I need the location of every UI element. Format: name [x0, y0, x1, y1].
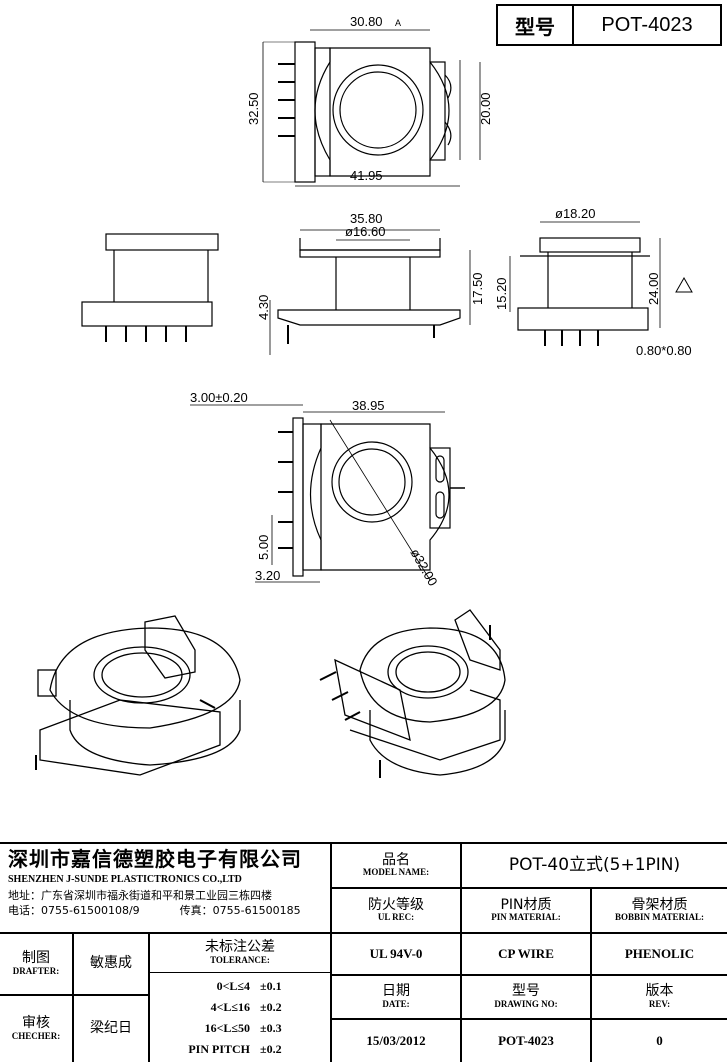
dim-front-dia: ø16.60	[345, 224, 385, 239]
company-address: 地址：广东省深圳市福永街道和平和景工业园三栋四楼	[8, 889, 272, 902]
pin-material-cn: PIN材质	[500, 896, 552, 913]
checker-cn: 审核	[22, 1015, 50, 1032]
dim-top-width-id: A	[395, 18, 401, 28]
tol-range: 0<L≤4	[216, 979, 250, 993]
dim-pin-pitch: 5.00	[256, 535, 271, 560]
isometric-view-right	[319, 609, 506, 778]
checker-value: 梁纪日	[90, 1020, 132, 1037]
front-view-labels: 35.80 ø16.60 17.50 4.30 ø18.20 15.20 24.…	[256, 206, 692, 358]
company-name-en: SHENZHEN J-SUNDE PLASTICTRONICS CO.,LTD	[8, 874, 242, 885]
date-en: DATE:	[382, 998, 410, 1009]
isometric-view-left	[35, 615, 241, 776]
bottom-view	[190, 404, 465, 583]
bottom-view-labels: 3.00±0.20 38.95 5.00 3.20 ø32.00	[190, 390, 441, 589]
title-block: 深圳市嘉信德塑胶电子有限公司 SHENZHEN J-SUNDE PLASTICT…	[0, 842, 727, 1062]
tolerance-cn: 未标注公差	[205, 939, 275, 956]
drawing-no-en: DRAWING NO:	[494, 998, 558, 1009]
dim-side-dia: ø18.20	[555, 206, 595, 221]
model-value: POT-4023	[601, 13, 693, 36]
dim-top-height: 32.50	[246, 92, 261, 125]
technical-drawing: 30.80 A 32.50 20.00 41.95	[35, 14, 693, 778]
front-view-middle	[269, 229, 471, 355]
tolerance-table: 0<L≤4 ±0.1 4<L≤16 ±0.2 16<L≤50 ±0.3 PIN PIT…	[150, 976, 330, 1062]
front-view-right	[509, 221, 693, 346]
dim-base-width: 41.95	[350, 168, 383, 183]
drafter-value: 敏惠成	[90, 955, 132, 972]
model-header: 型号 POT-4023	[496, 4, 722, 46]
company-name-cn: 深圳市嘉信德塑胶电子有限公司	[8, 847, 302, 871]
bobbin-material-en: BOBBIN MATERIAL:	[614, 912, 705, 923]
dim-bottom-width: 38.95	[352, 398, 385, 413]
ul-value: UL 94V-0	[369, 945, 423, 961]
tol-value: ±0.1	[260, 979, 282, 993]
pin-material-value: CP WIRE	[498, 945, 554, 961]
date-value: 15/03/2012	[366, 1032, 426, 1048]
tol-range: 4<L≤16	[210, 1000, 250, 1014]
company-fax: 传真：0755-61500185	[179, 904, 301, 918]
pin-material-en: PIN MATERIAL:	[491, 912, 561, 923]
date-cn: 日期	[382, 983, 410, 1000]
dim-side-h1: 15.20	[494, 277, 509, 310]
ul-cn: 防火等级	[368, 896, 424, 913]
top-view	[262, 29, 481, 187]
dim-pin-size: 0.80*0.80	[636, 343, 692, 358]
tol-value: ±0.3	[260, 1021, 282, 1035]
tol-value: ±0.2	[260, 1000, 282, 1014]
front-view-left	[81, 233, 219, 342]
tol-range: PIN PITCH	[188, 1042, 250, 1056]
dim-front-width: 35.80	[350, 211, 383, 226]
ul-en: UL REC:	[377, 912, 415, 923]
model-name-en: MODEL NAME:	[362, 867, 430, 878]
model-name-cn: 品名	[382, 851, 410, 868]
top-view-labels: 30.80 A 32.50 20.00 41.95	[246, 14, 493, 183]
dim-side-h2: 24.00	[646, 272, 661, 305]
dim-top-width: 30.80	[350, 14, 383, 29]
tolerance-en: TOLERANCE:	[210, 954, 270, 965]
rev-value: 0	[656, 1032, 663, 1048]
dim-pin-len: 3.20	[255, 568, 280, 583]
checker-en: CHECHER:	[11, 1030, 61, 1041]
bobbin-material-value: PHENOLIC	[624, 945, 695, 961]
rev-cn: 版本	[645, 983, 674, 1000]
company-tel: 电话：0755-61500108/9	[8, 904, 140, 918]
drafter-cn: 制图	[22, 950, 50, 967]
bobbin-material-cn: 骨架材质	[631, 896, 688, 913]
drawing-no-value: POT-4023	[498, 1032, 554, 1048]
drafter-en: DRAFTER:	[12, 965, 60, 976]
rev-en: REV:	[648, 998, 671, 1009]
dim-slot-height: 20.00	[478, 92, 493, 125]
drawing-no-cn: 型号	[512, 983, 540, 1000]
dim-wall: 3.00±0.20	[190, 390, 248, 405]
company-info: 深圳市嘉信德塑胶电子有限公司 SHENZHEN J-SUNDE PLASTICT…	[8, 848, 328, 932]
dim-outer-dia: ø32.00	[407, 546, 440, 589]
dim-front-pin: 4.30	[256, 295, 271, 320]
model-label: 型号	[498, 6, 574, 44]
tol-range: 16<L≤50	[204, 1021, 250, 1035]
tol-value: ±0.2	[260, 1042, 282, 1056]
model-name-value: POT-40立式(5+1PIN)	[508, 855, 681, 876]
dim-front-height: 17.50	[470, 272, 485, 305]
